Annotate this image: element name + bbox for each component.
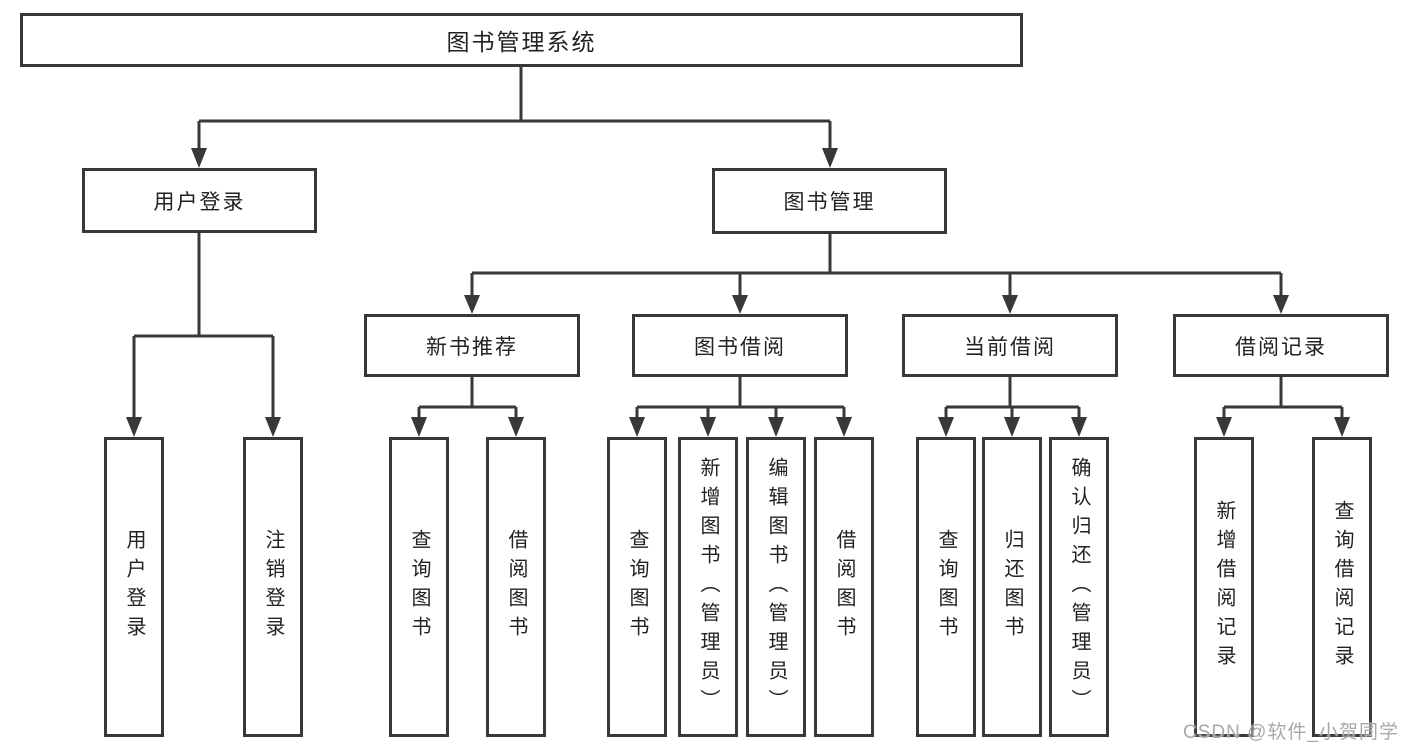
- node-label: 用户登录: [153, 190, 246, 214]
- arrowhead: [1334, 417, 1350, 437]
- branch-user-login: [126, 233, 281, 437]
- node-label: 确认归还（管理员）: [1068, 456, 1090, 718]
- arrowhead: [836, 417, 852, 437]
- leaf-borrow-books: 借阅图书: [814, 437, 874, 737]
- arrowhead: [732, 295, 748, 314]
- node-label: 查询图书: [935, 529, 957, 645]
- leaf-return-books: 归还图书: [982, 437, 1042, 737]
- arrowhead: [822, 148, 838, 168]
- node-label: 图书借阅: [694, 335, 786, 359]
- arrowhead: [265, 417, 281, 437]
- arrowhead: [1002, 295, 1018, 314]
- arrowhead: [508, 417, 524, 437]
- node-book-borrowing: 图书借阅: [632, 314, 848, 377]
- leaf-query-books-recommend: 查询图书: [389, 437, 449, 737]
- node-label: 新增借阅记录: [1213, 500, 1235, 674]
- leaf-query-borrow-record: 查询借阅记录: [1312, 437, 1372, 737]
- node-current-borrowing: 当前借阅: [902, 314, 1118, 377]
- node-label: 新增图书（管理员）: [697, 456, 719, 718]
- arrowhead: [1004, 417, 1020, 437]
- arrowhead: [126, 417, 142, 437]
- arrowhead: [938, 417, 954, 437]
- arrowhead: [1216, 417, 1232, 437]
- node-label: 注销登录: [262, 529, 284, 645]
- branch-records: [1216, 377, 1350, 437]
- leaf-confirm-return-admin: 确认归还（管理员）: [1049, 437, 1109, 737]
- branch-root: [191, 67, 838, 168]
- node-label: 图书管理系统: [446, 29, 597, 55]
- leaf-user-login: 用户登录: [104, 437, 164, 737]
- arrowhead: [768, 417, 784, 437]
- node-label: 新书推荐: [426, 335, 518, 359]
- leaf-query-books-borrowing: 查询图书: [607, 437, 667, 737]
- node-label: 当前借阅: [964, 335, 1056, 359]
- node-label: 图书管理: [783, 191, 876, 214]
- arrowhead: [464, 295, 480, 314]
- node-label: 借阅图书: [505, 529, 527, 645]
- node-user-login: 用户登录: [82, 168, 317, 233]
- node-new-book-recommend: 新书推荐: [364, 314, 580, 377]
- node-label: 用户登录: [123, 529, 145, 645]
- leaf-borrow-books-recommend: 借阅图书: [486, 437, 546, 737]
- leaf-query-books-current: 查询图书: [916, 437, 976, 737]
- node-label: 查询图书: [408, 529, 430, 645]
- node-label: 归还图书: [1001, 529, 1023, 645]
- node-library-management-system: 图书管理系统: [20, 13, 1023, 67]
- arrowhead: [1273, 295, 1289, 314]
- node-label: 借阅记录: [1235, 335, 1327, 359]
- node-label: 查询图书: [626, 529, 648, 645]
- arrowhead: [629, 417, 645, 437]
- branch-new-books: [411, 377, 524, 437]
- csdn-watermark: CSDN @软件_小贺同学: [1183, 722, 1399, 743]
- leaf-edit-books-admin: 编辑图书（管理员）: [746, 437, 806, 737]
- node-label: 查询借阅记录: [1331, 500, 1353, 674]
- leaf-logout: 注销登录: [243, 437, 303, 737]
- arrowhead: [1071, 417, 1087, 437]
- arrowhead: [411, 417, 427, 437]
- branch-current: [938, 377, 1087, 437]
- leaf-add-books-admin: 新增图书（管理员）: [678, 437, 738, 737]
- node-label: 编辑图书（管理员）: [765, 456, 787, 718]
- leaf-add-borrow-record: 新增借阅记录: [1194, 437, 1254, 737]
- node-book-management: 图书管理: [712, 168, 947, 234]
- branch-borrowing: [629, 377, 852, 437]
- arrowhead: [191, 148, 207, 168]
- branch-book-mgmt: [464, 234, 1289, 314]
- arrowhead: [700, 417, 716, 437]
- node-label: 借阅图书: [833, 529, 855, 645]
- node-borrowing-records: 借阅记录: [1173, 314, 1389, 377]
